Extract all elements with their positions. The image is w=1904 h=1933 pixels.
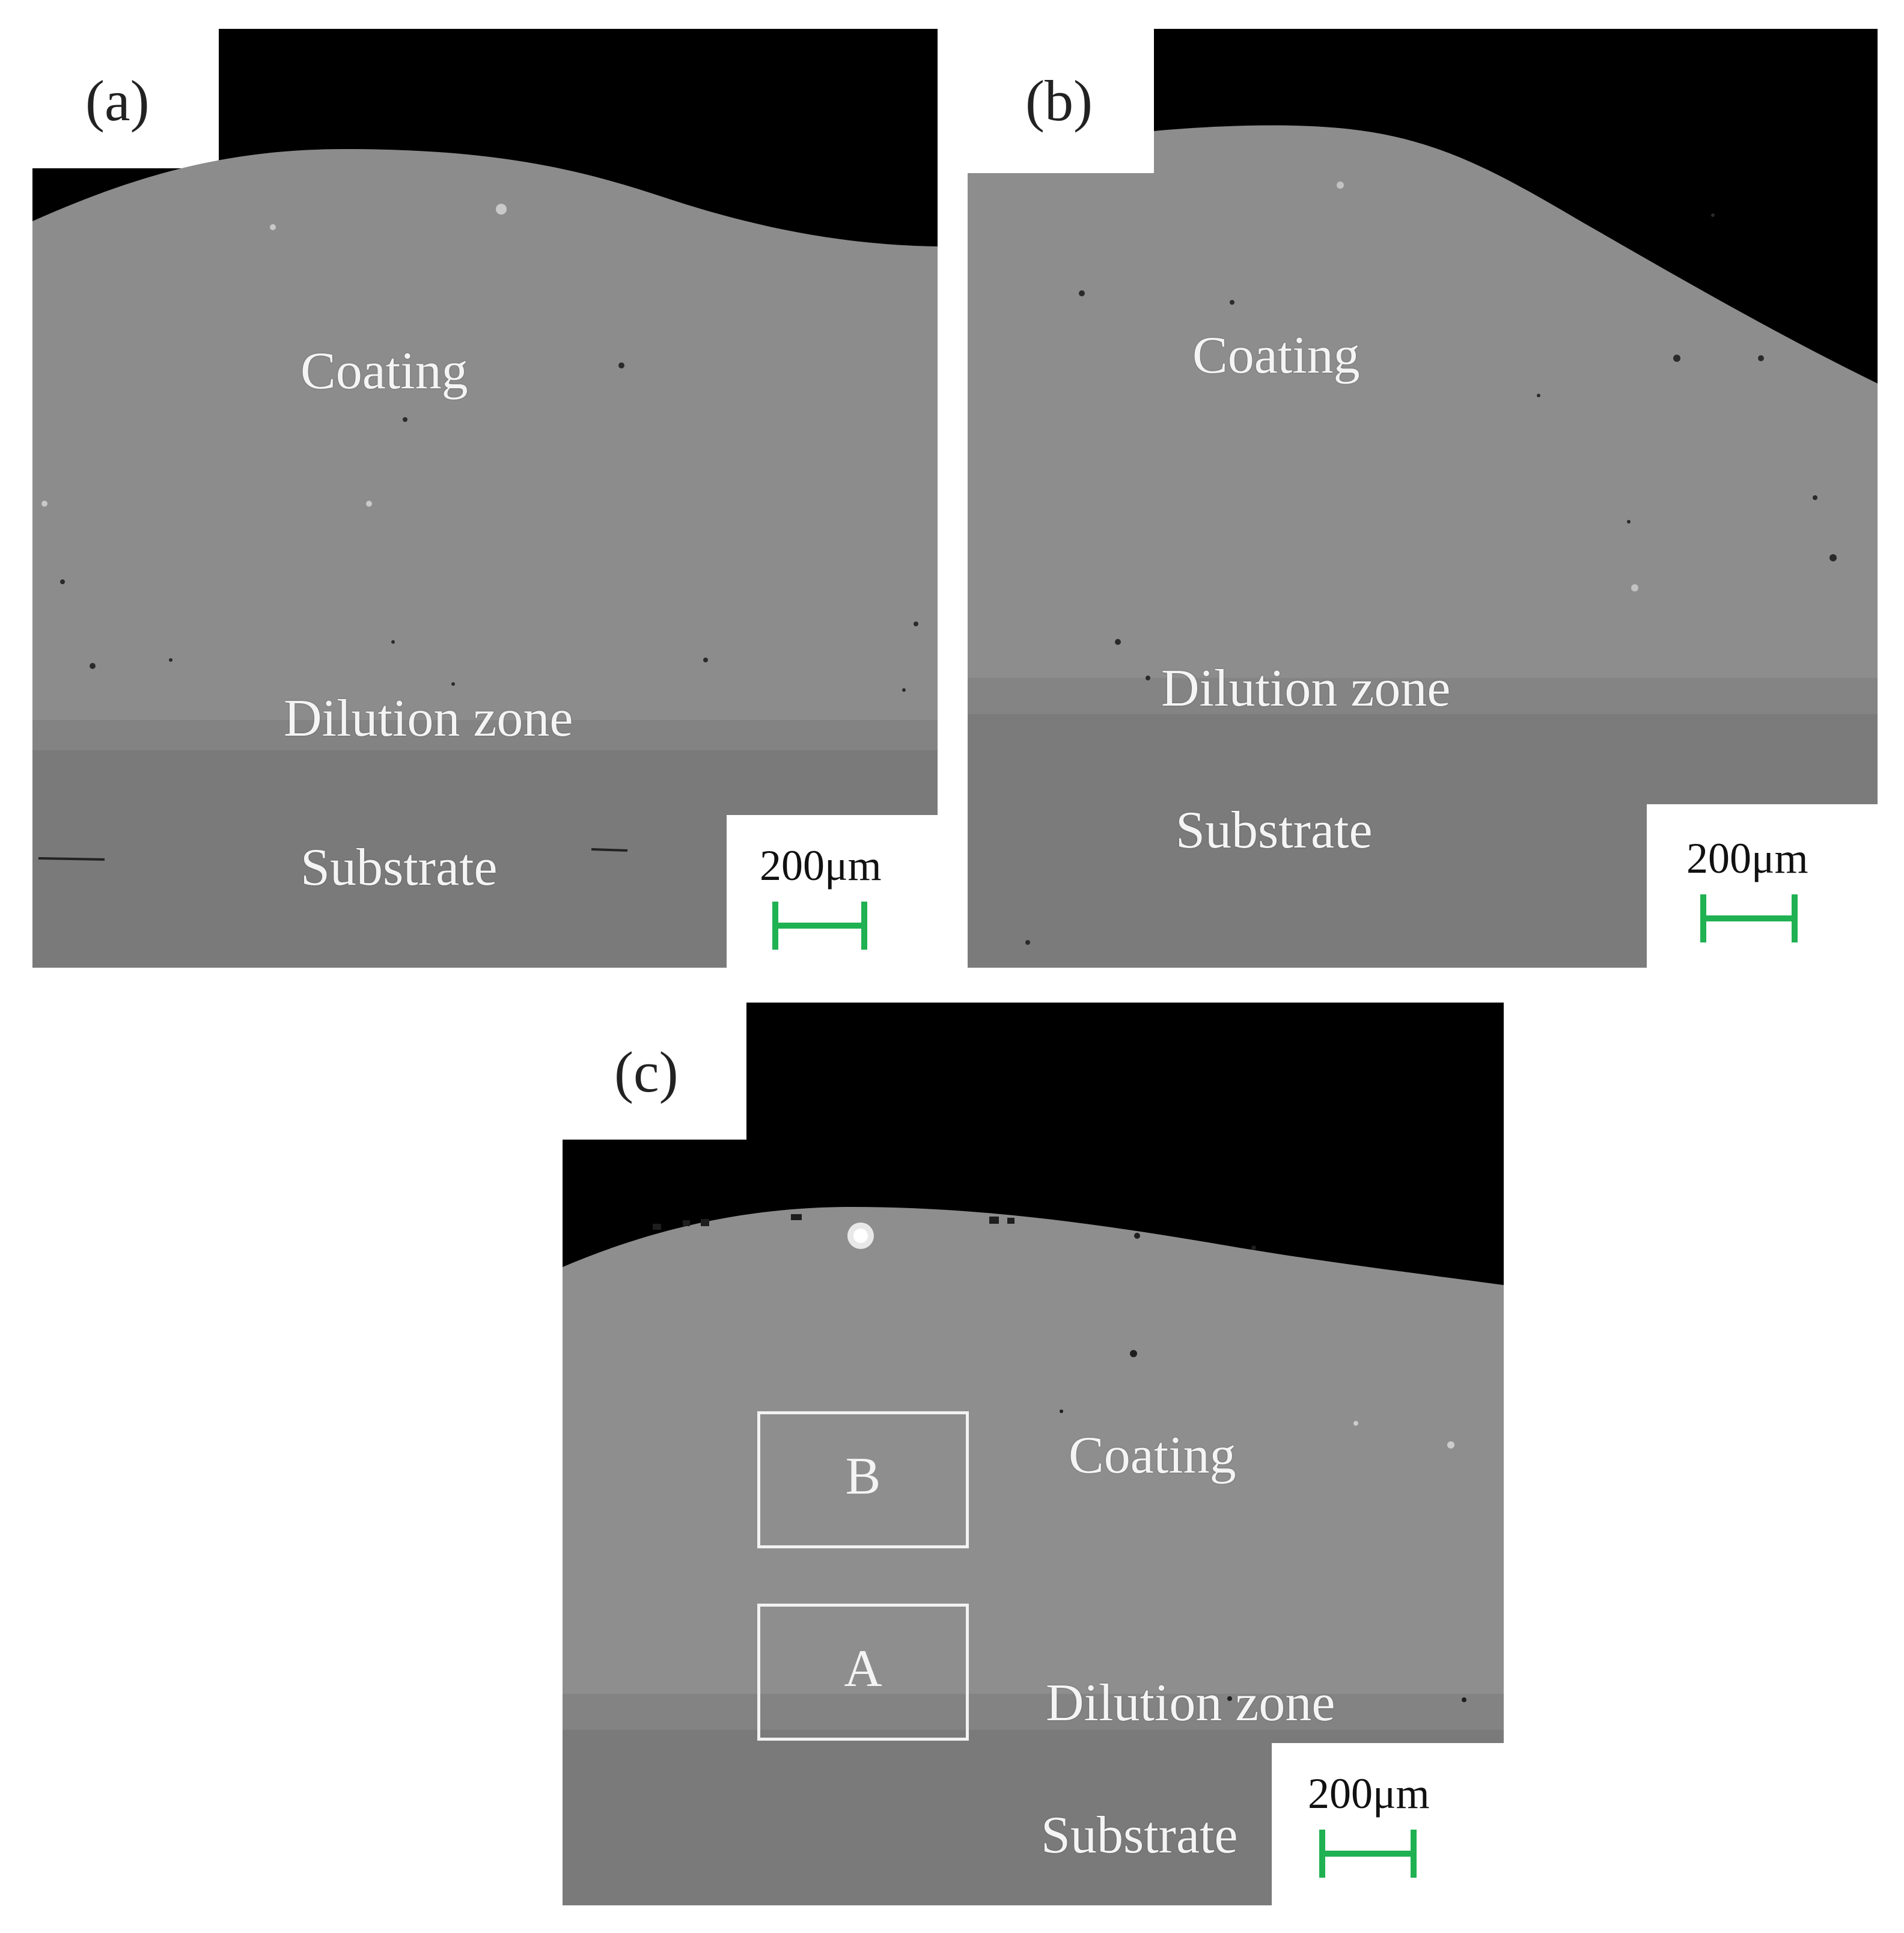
- substrate-label-b: Substrate: [1176, 801, 1373, 860]
- panel-b: (b) Coating Dilution zone Substrate 200μ…: [968, 29, 1878, 968]
- region-box-b: B: [757, 1411, 969, 1548]
- panel-a: (a) Coating Dilution zone Substrate 200μ…: [32, 29, 938, 968]
- micrograph-c: [563, 1003, 1504, 1905]
- scale-bar-label-b: 200μm: [1686, 834, 1808, 882]
- coating-label-b: Coating: [1192, 326, 1360, 385]
- region-label-b: B: [845, 1447, 881, 1506]
- substrate-label-a: Substrate: [301, 838, 498, 897]
- scale-bar-b: [1700, 894, 1798, 942]
- micrograph-a: [32, 29, 938, 968]
- dilution-zone-label-b: Dilution zone: [1161, 659, 1451, 718]
- panel-letter-b: (b): [1025, 69, 1093, 133]
- panel-letter-c: (c): [614, 1040, 679, 1104]
- coating-label-c: Coating: [1069, 1426, 1236, 1485]
- scale-bar-label-a: 200μm: [760, 841, 882, 890]
- dilution-zone-label-c: Dilution zone: [1046, 1674, 1335, 1732]
- micrograph-b: [968, 29, 1878, 968]
- scale-bar-label-c: 200μm: [1308, 1770, 1430, 1818]
- scale-bar-a: [772, 902, 867, 950]
- scale-bar-c: [1319, 1830, 1417, 1878]
- substrate-label-c: Substrate: [1041, 1806, 1238, 1864]
- region-label-a: A: [844, 1640, 882, 1698]
- coating-label-a: Coating: [301, 342, 468, 400]
- panel-letter-a: (a): [85, 69, 150, 133]
- dilution-zone-label-a: Dilution zone: [284, 689, 573, 748]
- panel-c: (c) B A Coating Dilution zone Substrate …: [563, 1003, 1504, 1905]
- region-box-a: A: [757, 1604, 969, 1741]
